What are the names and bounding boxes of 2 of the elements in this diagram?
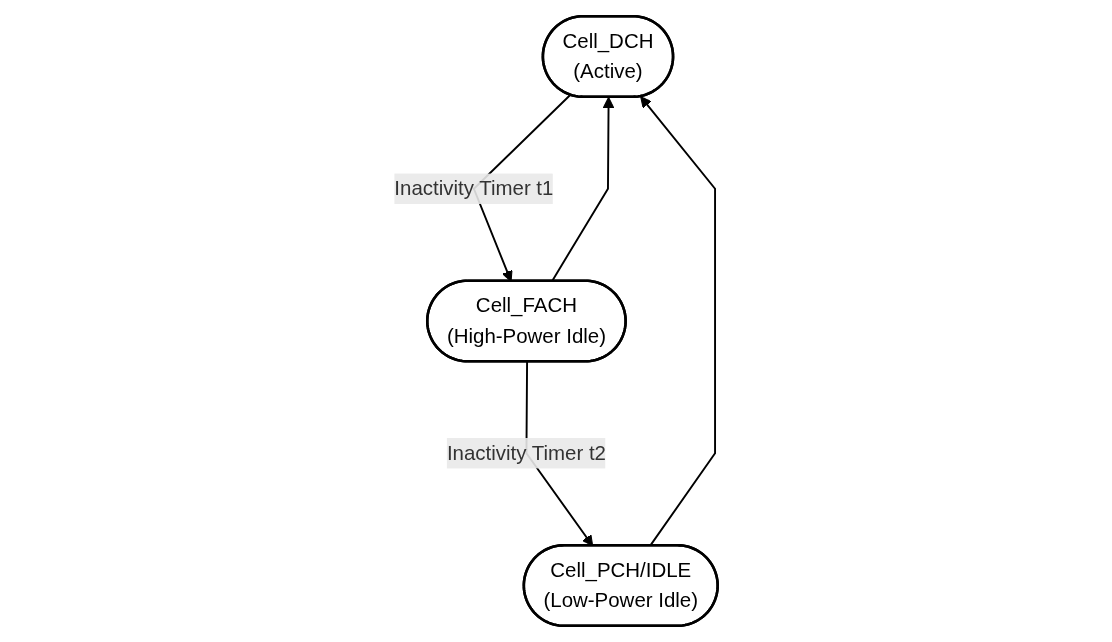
edge-label: Inactivity Timer t1 <box>394 177 554 199</box>
edge-label: Inactivity Timer t2 <box>446 441 606 464</box>
